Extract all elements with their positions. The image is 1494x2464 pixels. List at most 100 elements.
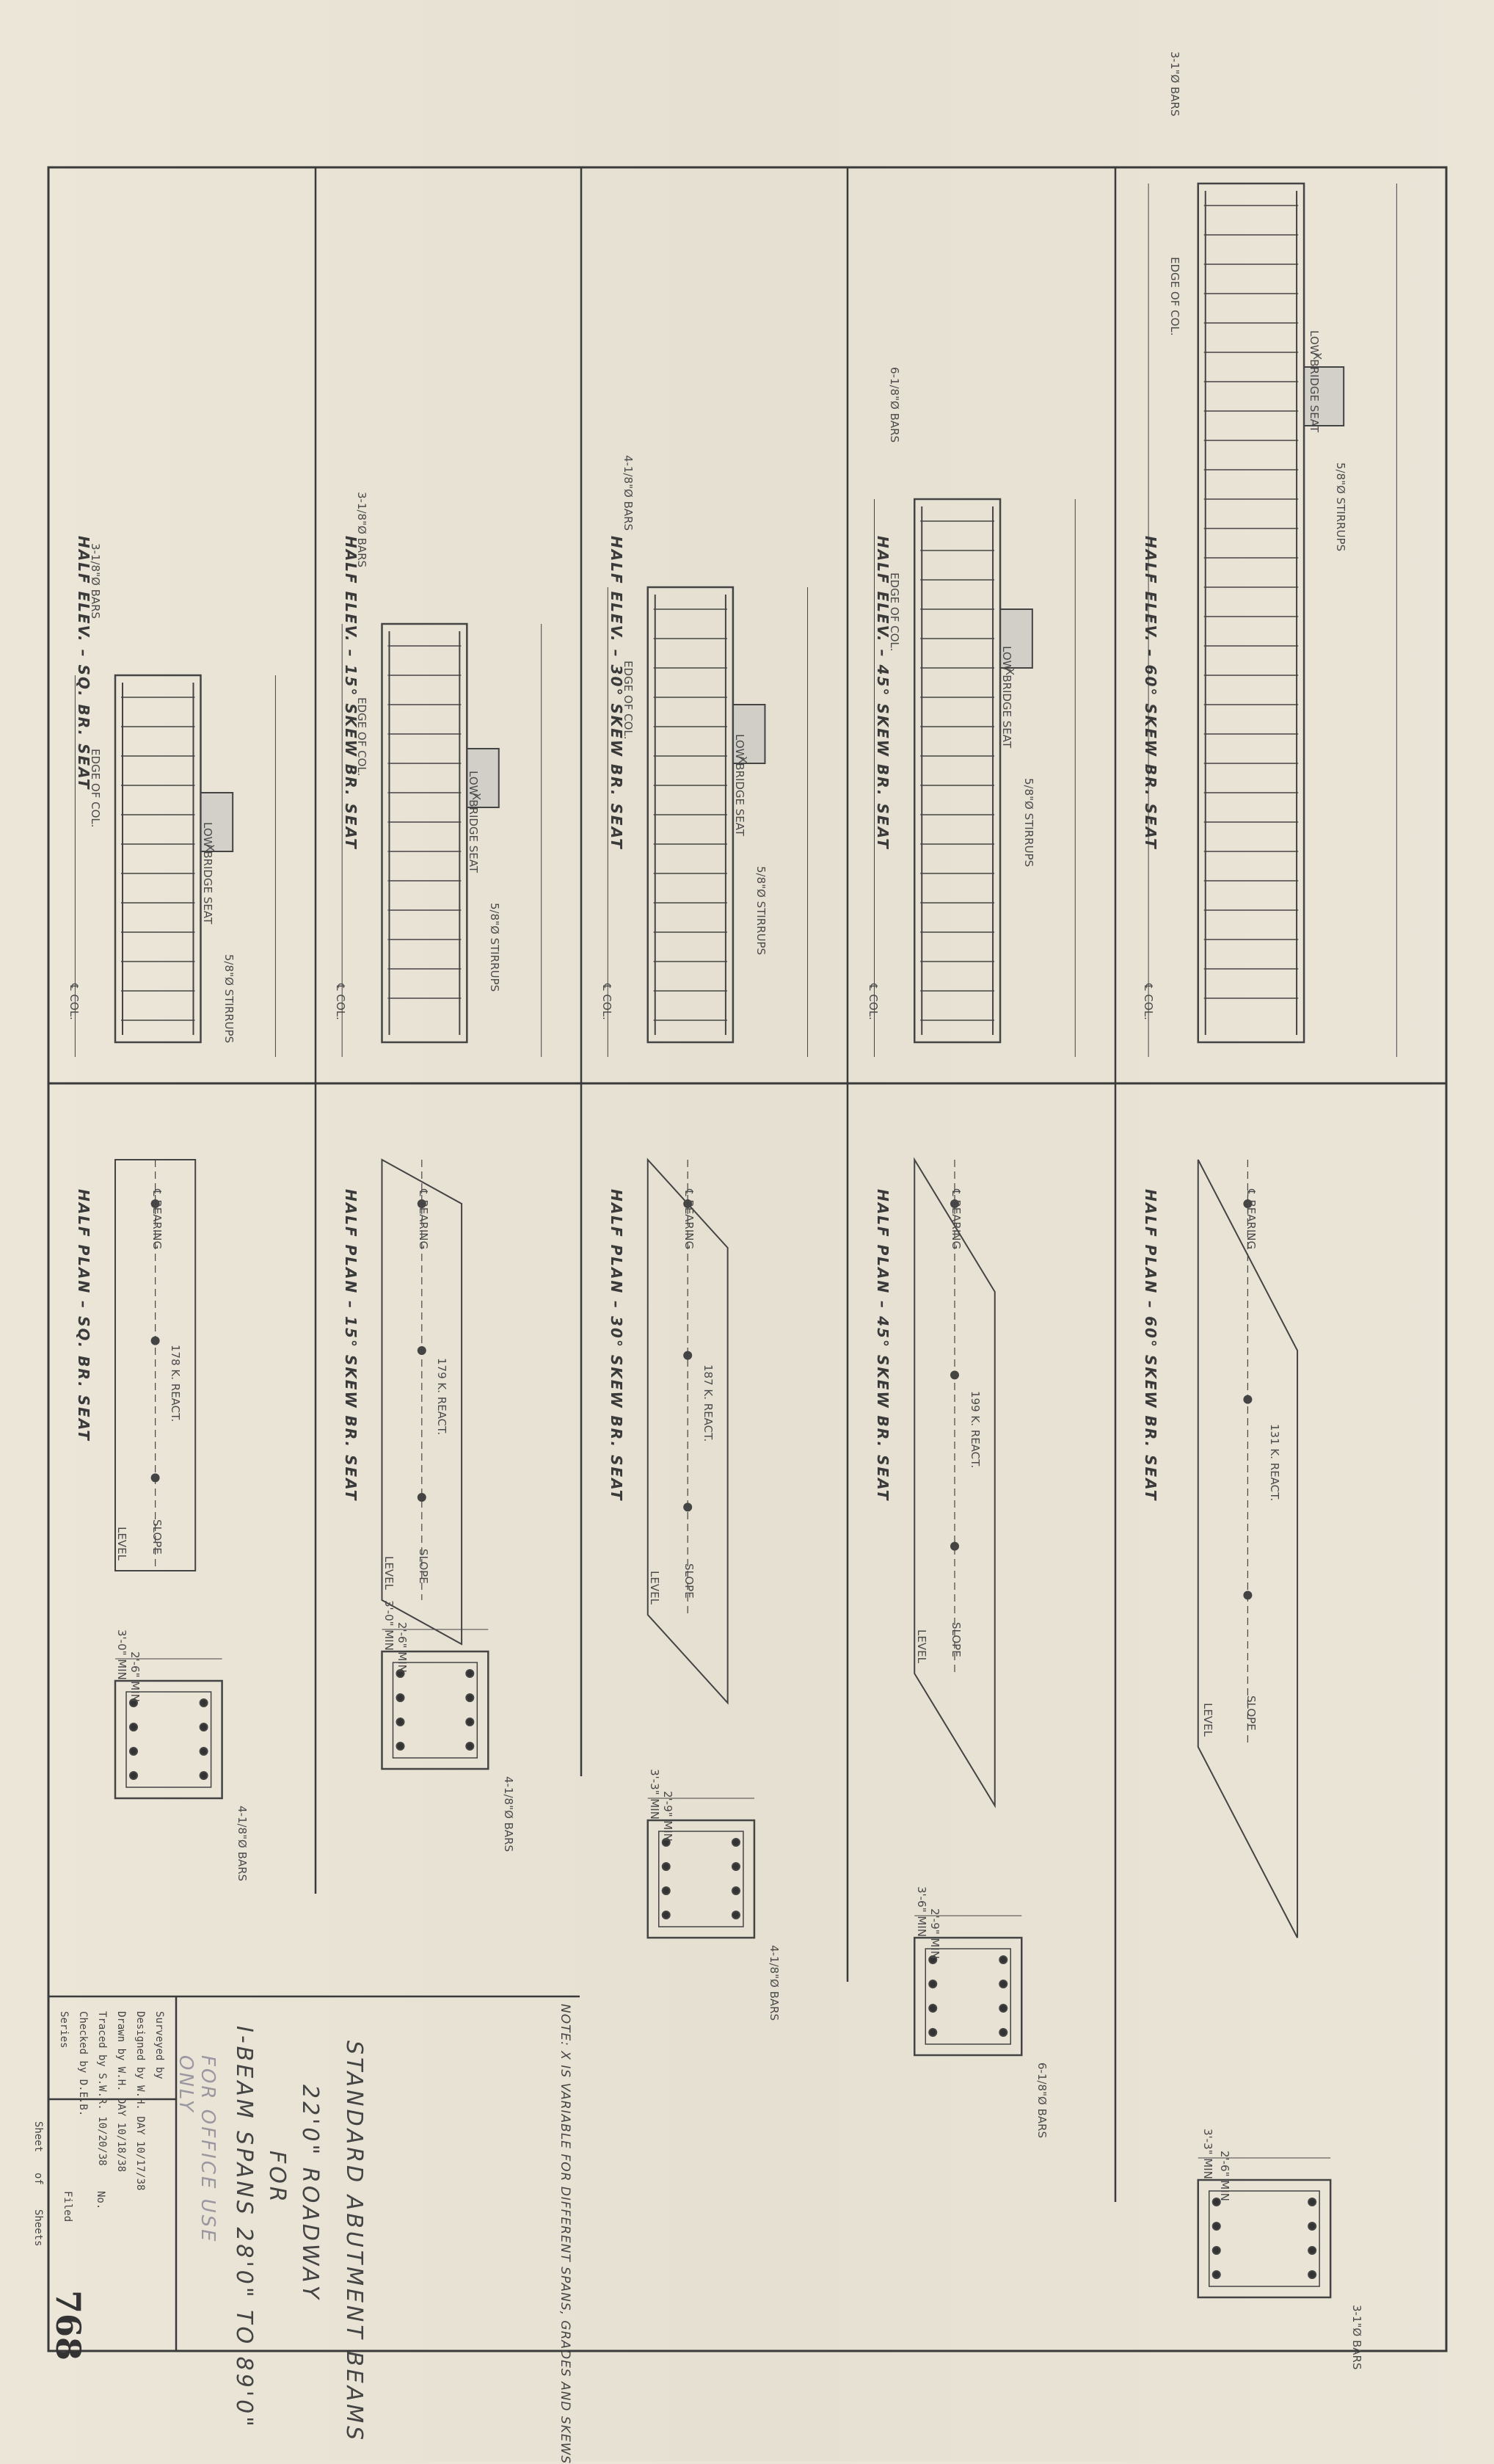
bridge-seat-block	[1303, 366, 1345, 426]
plan-title: HALF PLAN – 60° SKEW BR. SEAT	[1142, 1189, 1159, 1502]
col-centerline-label: ℄ COL.	[866, 984, 880, 1020]
plan-beam-outline	[1197, 1159, 1299, 1938]
section-min-width: 3'-0" MIN	[382, 1600, 396, 1651]
cross-section-outline	[381, 1650, 489, 1770]
rebar-dot	[661, 1862, 671, 1871]
rebar-dot	[731, 1862, 740, 1871]
elevation-beam-outline	[1197, 182, 1305, 1044]
bridge-seat-block	[200, 792, 234, 852]
bearing-label: ℄ BEARING	[1244, 1189, 1258, 1250]
rebar-dot	[129, 1747, 138, 1756]
plan-beam-outline	[646, 1158, 729, 1705]
reaction-label: 178 K. REACT.	[169, 1345, 182, 1422]
stirrups-label: 5/8"Ø STIRRUPS	[488, 903, 502, 992]
bearing-point	[1243, 1199, 1253, 1208]
rebar-dot	[999, 2004, 1008, 2013]
cross-section-outline	[1197, 2178, 1332, 2299]
level-label: LEVEL	[115, 1527, 129, 1560]
plan-title: HALF PLAN – 15° SKEW BR. SEAT	[342, 1189, 360, 1502]
col-centerline-label: ℄ COL.	[334, 984, 348, 1020]
rebar-dot	[999, 1980, 1008, 1988]
credit-field-sheet: Sheet	[32, 2121, 44, 2153]
rebar-dot	[661, 1911, 671, 1919]
stirrup-section	[1209, 2190, 1320, 2287]
x-label: X	[1002, 668, 1016, 676]
stirrup-section	[392, 1662, 478, 1759]
rebar-dot	[1308, 2270, 1317, 2279]
rebar-dot	[999, 1955, 1008, 1964]
rebar-dot	[1211, 2270, 1221, 2279]
slope-label: SLOPE	[1244, 1696, 1258, 1731]
cross-section-outline	[914, 1936, 1023, 2057]
rebar-dot	[465, 1718, 475, 1726]
cross-section-outline	[646, 1819, 756, 1939]
bridge-seat-block	[466, 748, 500, 808]
rebar-dot	[1211, 2246, 1221, 2255]
bearing-label: ℄ BEARING	[682, 1189, 696, 1250]
rebar-dot	[999, 2028, 1008, 2037]
credit-row: Series	[58, 2011, 70, 2049]
elevation-title: HALF ELEV. – 60° SKEW BR. SEAT	[1142, 536, 1159, 850]
stirrup-section	[658, 1831, 744, 1927]
credit-row: Surveyed by	[153, 2011, 165, 2079]
rebar-dot	[396, 1669, 405, 1678]
section-bars-label: 4-1/8"Ø BARS	[768, 1945, 781, 2021]
credit-row: Designed by W.H. DAY 10/17/38	[134, 2011, 146, 2191]
stirrups-label: 5/8"Ø STIRRUPS	[754, 866, 768, 956]
x-label: X	[203, 844, 217, 852]
section-bars-label: 3-1"Ø BARS	[1350, 2305, 1364, 2370]
credit-row: Traced by S.W.R. 10/20/38	[96, 2011, 108, 2166]
stirrups-label: 5/8"Ø STIRRUPS	[1021, 778, 1035, 868]
low-seat-label: LOW BRIDGE SEAT	[1307, 330, 1321, 433]
bridge-seat-block	[732, 704, 766, 764]
title-line-1: STANDARD ABUTMENT BEAMS	[341, 2040, 367, 2443]
bearing-point	[150, 1199, 160, 1208]
elevation-beam-outline	[646, 586, 735, 1044]
bearing-point	[417, 1199, 426, 1208]
bearing-label: ℄ BEARING	[416, 1189, 430, 1250]
section-bars-label: 4-1/8"Ø BARS	[236, 1806, 249, 1882]
bearing-point	[417, 1346, 426, 1355]
plan-title: HALF PLAN – 45° SKEW BR. SEAT	[874, 1189, 892, 1502]
plan-title: HALF PLAN – 30° SKEW BR. SEAT	[608, 1189, 625, 1502]
bearing-point	[150, 1336, 160, 1345]
rebar-dot	[199, 1747, 208, 1756]
edge-col-label: EDGE OF COL.	[1168, 257, 1182, 336]
level-label: LEVEL	[914, 1629, 928, 1663]
bars-label: 3-1"Ø BARS	[1168, 51, 1182, 117]
section-inner-width: 2'-6" MIN	[1217, 2151, 1231, 2201]
bearing-point	[1243, 1395, 1253, 1404]
section-bars-label: 4-1/8"Ø BARS	[501, 1776, 515, 1853]
credit-field-filed: Filed	[62, 2191, 73, 2223]
rebar-dot	[1308, 2246, 1317, 2255]
rebar-dot	[129, 1771, 138, 1780]
edge-col-label: EDGE OF COL.	[355, 697, 369, 777]
bearing-point	[950, 1541, 959, 1551]
title-line-4: I-BEAM SPANS 28'0" TO 89'0"	[231, 2026, 257, 2430]
bridge-seat-block	[999, 608, 1033, 669]
credit-row: Drawn by W.H. DAY 10/18/38	[115, 2011, 127, 2173]
reaction-label: 131 K. REACT.	[1267, 1424, 1281, 1502]
title-line-3: FOR	[264, 2151, 290, 2205]
elevation-beam-outline	[114, 674, 202, 1044]
level-label: LEVEL	[647, 1571, 661, 1604]
section-min-width: 3'-3" MIN	[1201, 2129, 1215, 2179]
rebar-dot	[396, 1718, 405, 1726]
credit-row: Checked by D.E.B.	[77, 2011, 89, 2117]
edge-col-label: EDGE OF COL.	[88, 749, 102, 828]
bearing-point	[683, 1351, 693, 1360]
bearing-point	[683, 1502, 693, 1512]
section-inner-width: 2'-9" MIN	[928, 1908, 941, 1959]
rebar-dot	[465, 1693, 475, 1702]
section-inner-width: 2'-6" MIN	[128, 1651, 142, 1702]
bearing-label: ℄ BEARING	[150, 1189, 164, 1250]
section-min-width: 3'-6" MIN	[914, 1886, 928, 1937]
reaction-label: 179 K. REACT.	[435, 1358, 448, 1436]
bearing-point	[950, 1199, 959, 1208]
cross-section-outline	[114, 1679, 223, 1800]
bearing-point	[417, 1493, 426, 1502]
bearing-label: ℄ BEARING	[949, 1189, 963, 1250]
low-seat-label: LOW BRIDGE SEAT	[733, 734, 747, 837]
